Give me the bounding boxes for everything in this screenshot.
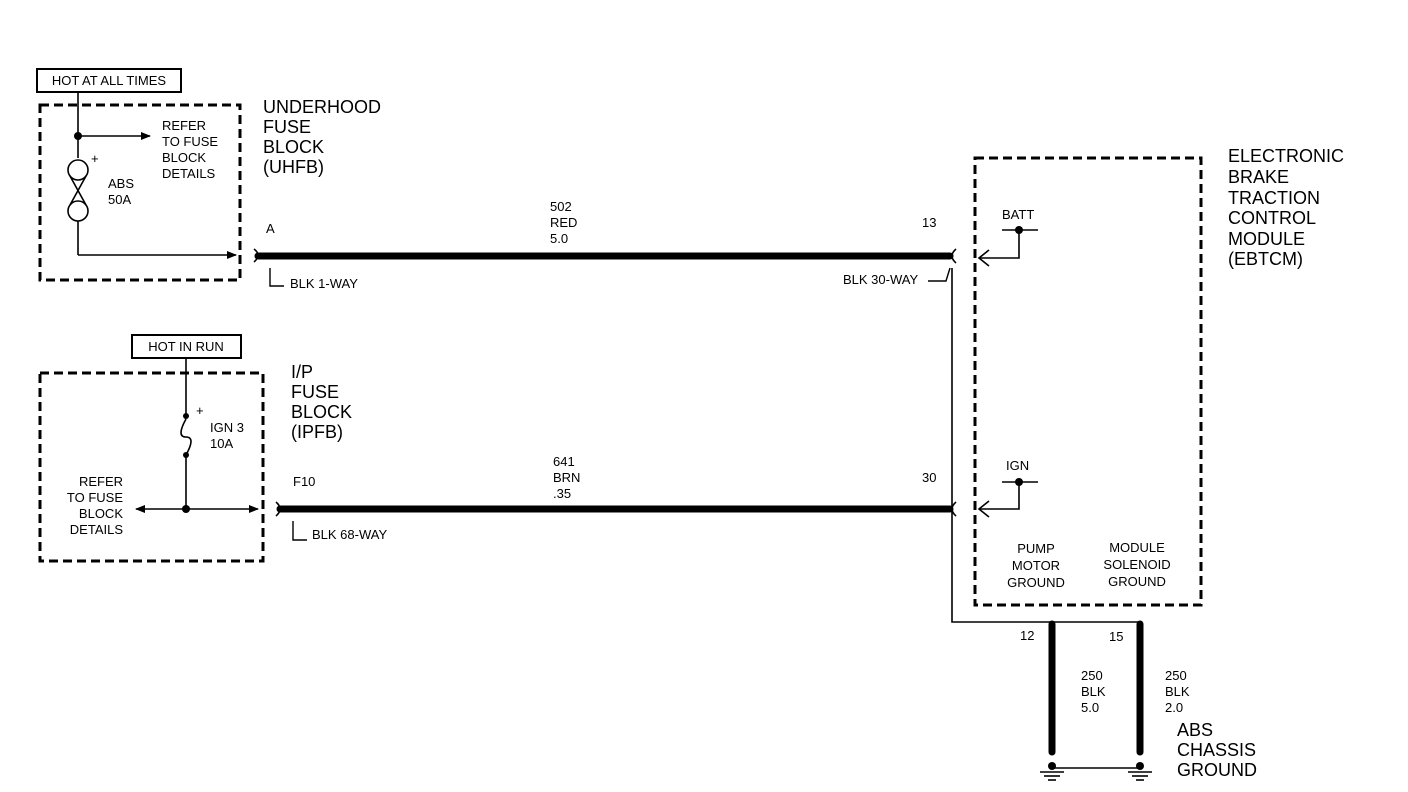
- uhfb-name-line-2: FUSE: [263, 117, 311, 137]
- ebtcm-name-line-1: ELECTRONIC: [1228, 146, 1344, 166]
- chassis-ground-line-2: CHASSIS: [1177, 740, 1256, 760]
- ground-wire-solenoid-label-1: 250: [1165, 668, 1187, 683]
- wire-batt: 502 RED 5.0 13 BLK 30-WAY: [253, 199, 957, 287]
- ipfb-name-line-1: I/P: [291, 362, 313, 382]
- wire-ign-label-2: BRN: [553, 470, 580, 485]
- ipfb-name-line-3: BLOCK: [291, 402, 352, 422]
- ipfb-dashed-box: [38, 371, 265, 563]
- wire-batt-connector: BLK 30-WAY: [843, 272, 918, 287]
- uhfb-name-line-3: BLOCK: [263, 137, 324, 157]
- uhfb-dashed-box: [38, 103, 242, 282]
- ipfb-section: HOT IN RUN + IGN 3 10A REFER TO FUSE BLO…: [38, 334, 387, 563]
- ground-wire-solenoid: 15 250 BLK 2.0: [1109, 620, 1190, 756]
- ebtcm-ign-lead: [979, 482, 1020, 510]
- ipfb-hot-tag: HOT IN RUN: [148, 339, 224, 354]
- ground-wire-pump-terminal: 12: [1020, 628, 1034, 643]
- ebtcm-pump-line-1: PUMP: [1017, 541, 1055, 556]
- ground-symbol-icon: [1128, 762, 1152, 781]
- wire-batt-right-connector: [951, 248, 957, 264]
- module-connector-body-line: [951, 268, 1052, 623]
- uhfb-fuse-label-1: ABS: [108, 176, 134, 191]
- ipfb-name-line-4: (IPFB): [291, 422, 343, 442]
- ground-wire-solenoid-terminal: 15: [1109, 629, 1123, 644]
- uhfb-terminal: A: [266, 221, 275, 236]
- uhfb-fuse-polarity: +: [91, 151, 99, 166]
- uhfb-refer-line-2: TO FUSE: [162, 134, 218, 149]
- ebtcm-batt-arrow: [977, 249, 990, 267]
- uhfb-connector-label: BLK 1-WAY: [290, 276, 358, 291]
- uhfb-name-line-4: (UHFB): [263, 157, 324, 177]
- ipfb-connector-label: BLK 68-WAY: [312, 527, 387, 542]
- wire-batt-label-2: RED: [550, 215, 577, 230]
- wire-batt-label-3: 5.0: [550, 231, 568, 246]
- ipfb-connector-leader: [292, 521, 307, 541]
- ipfb-terminal: F10: [293, 474, 315, 489]
- ground-wire-solenoid-label-2: BLK: [1165, 684, 1190, 699]
- ipfb-fuse-label-1: IGN 3: [210, 420, 244, 435]
- uhfb-refer-line-3: BLOCK: [162, 150, 206, 165]
- wire-batt-connector-leader: [928, 267, 951, 282]
- ipfb-fuse-polarity: +: [196, 403, 204, 418]
- uhfb-fuse-label-2: 50A: [108, 192, 131, 207]
- ebtcm-name-line-5: MODULE: [1228, 229, 1305, 249]
- ipfb-refer-line-4: DETAILS: [70, 522, 124, 537]
- ebtcm-name-line-2: BRAKE: [1228, 167, 1289, 187]
- uhfb-section: HOT AT ALL TIMES REFER TO FUSE BLOCK DET…: [36, 68, 381, 291]
- chassis-ground-line-1: ABS: [1177, 720, 1213, 740]
- uhfb-name-line-1: UNDERHOOD: [263, 97, 381, 117]
- ipfb-refer-line-2: TO FUSE: [67, 490, 123, 505]
- wire-ign-label-3: .35: [553, 486, 571, 501]
- uhfb-hot-tag: HOT AT ALL TIMES: [52, 73, 166, 88]
- ebtcm-pump-line-2: MOTOR: [1012, 558, 1060, 573]
- ipfb-fuse-label-2: 10A: [210, 436, 233, 451]
- uhfb-refer-line-1: REFER: [162, 118, 206, 133]
- uhfb-hot-tag-box: [36, 68, 182, 93]
- ebtcm-batt-lead: [979, 230, 1020, 259]
- uhfb-fuse-symbol: [67, 159, 89, 222]
- ebtcm-name-line-4: CONTROL: [1228, 208, 1316, 228]
- wire-batt-terminal: 13: [922, 215, 936, 230]
- ebtcm-name-line-6: (EBTCM): [1228, 249, 1303, 269]
- ipfb-fuse-pin-top: [183, 413, 189, 419]
- ground-symbol-icon: [1040, 762, 1064, 781]
- ipfb-name-line-2: FUSE: [291, 382, 339, 402]
- wire-batt-label-1: 502: [550, 199, 572, 214]
- ground-wire-pump: 12 250 BLK 5.0: [1020, 620, 1106, 756]
- ebtcm-pump-line-3: GROUND: [1007, 575, 1065, 590]
- ebtcm-batt-label: BATT: [1002, 207, 1034, 222]
- ebtcm-dashed-box: [973, 156, 1203, 607]
- ground-wire-pump-label-3: 5.0: [1081, 700, 1099, 715]
- ebtcm-ign-arrow: [977, 500, 990, 518]
- ebtcm-solenoid-line-1: MODULE: [1109, 540, 1165, 555]
- wire-ign-label-1: 641: [553, 454, 575, 469]
- ground-wire-solenoid-label-3: 2.0: [1165, 700, 1183, 715]
- ipfb-refer-line-3: BLOCK: [79, 506, 123, 521]
- ebtcm-solenoid-line-3: GROUND: [1108, 574, 1166, 589]
- chassis-ground-line-3: GROUND: [1177, 760, 1257, 780]
- ebtcm-name-line-3: TRACTION: [1228, 188, 1320, 208]
- ground-wire-pump-label-2: BLK: [1081, 684, 1106, 699]
- ground-wire-pump-label-1: 250: [1081, 668, 1103, 683]
- chassis-ground: ABS CHASSIS GROUND: [1040, 720, 1257, 781]
- ipfb-fuse-symbol: [180, 418, 192, 456]
- ebtcm-ign-label: IGN: [1006, 458, 1029, 473]
- ebtcm-section: ELECTRONIC BRAKE TRACTION CONTROL MODULE…: [973, 146, 1344, 607]
- uhfb-connector-leader: [269, 268, 284, 287]
- wire-ign-terminal: 30: [922, 470, 936, 485]
- ipfb-refer-line-1: REFER: [79, 474, 123, 489]
- ebtcm-solenoid-line-2: SOLENOID: [1103, 557, 1170, 572]
- uhfb-refer-line-4: DETAILS: [162, 166, 216, 181]
- wire-ign: 641 BRN .35 30: [275, 454, 957, 517]
